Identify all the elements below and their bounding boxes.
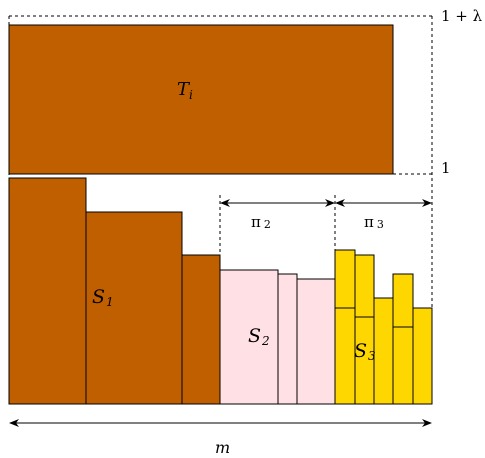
s2-group [219,269,336,405]
level-top-label: 1 + λ [441,7,483,25]
arrows [9,199,432,427]
s3-block-1b [334,307,356,405]
s3-group [334,249,433,405]
s3-block-4a [392,273,414,328]
ti-label: Ti [177,79,193,102]
s3-block-5 [412,307,433,405]
pi-separators [219,195,336,270]
s3-block-3 [373,297,394,405]
task-ti-box [8,24,394,175]
s3-block-2a [354,254,375,318]
s2-block-2 [277,273,298,405]
s1-block-2 [85,211,183,405]
s3-block-4b [392,326,414,405]
s1-block-1 [8,177,87,405]
s3-label: S3 [354,340,376,363]
s2-block-1 [219,269,279,405]
level-one-label: 1 [441,159,451,177]
s2-block-3 [296,278,336,405]
s3-block-1a [334,249,356,309]
s1-label: S1 [92,286,114,309]
s1-block-3 [181,254,221,405]
s1-group [8,177,221,405]
s2-label: S2 [248,325,270,348]
m-label: m [215,438,230,457]
